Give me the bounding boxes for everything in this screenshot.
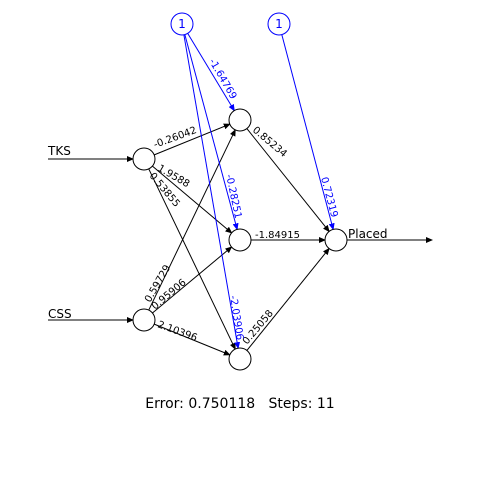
output-label: Placed [348,227,388,241]
edge-css-h3 [154,323,231,356]
label-layer: -0.260421.95880.538550.597290.959062.103… [47,17,388,347]
hidden-node-2 [228,228,252,252]
edge-css-h2 [152,246,233,314]
edge-b1-h1 [187,33,235,112]
error-steps-summary: Error: 0.750118 Steps: 11 [145,396,334,412]
weight-label-b2-out: 0.72319 [318,176,339,219]
weight-label-b1-h3: -2.03906 [227,295,245,341]
hidden-node-3 [228,347,252,371]
edge-h1-out [246,128,330,233]
error-value: 0.750118 [188,396,255,412]
weight-label-h3-out: 0.25058 [241,308,276,347]
edge-tks-h1 [154,123,231,156]
edge-b1-h3 [183,34,241,350]
bias-node-1 [170,12,194,36]
edge-tks-h3 [148,168,236,350]
edge-css-h1 [148,129,236,311]
steps-value: 11 [317,396,335,412]
input-node-tks [132,147,156,171]
weight-label-css-h3: 2.10396 [156,319,199,343]
weight-label-b1-h2: -0.28251 [223,173,243,219]
bias-label-2: 1 [275,17,283,31]
connection-layer [48,33,433,356]
error-label: Error: [145,396,184,412]
output-node [324,228,348,252]
bias-label-1: 1 [178,17,186,31]
hidden-node-1 [228,108,252,132]
weight-label-b1-h1: -1.64769 [206,57,238,101]
edge-b1-h2 [184,34,239,231]
bias-node-2 [267,12,291,36]
edge-b2-out [281,34,335,231]
input-label-tks: TKS [47,144,71,158]
input-node-css [132,308,156,332]
edge-h3-out [246,247,330,351]
steps-label: Steps: [269,396,313,412]
input-label-css: CSS [48,307,72,321]
weight-label-h2-out: -1.84915 [255,230,300,241]
node-layer [132,12,348,371]
weight-label-h1-out: 0.85234 [250,125,289,160]
weight-label-tks-h1: -0.26042 [152,125,198,151]
edge-tks-h2 [152,165,233,234]
